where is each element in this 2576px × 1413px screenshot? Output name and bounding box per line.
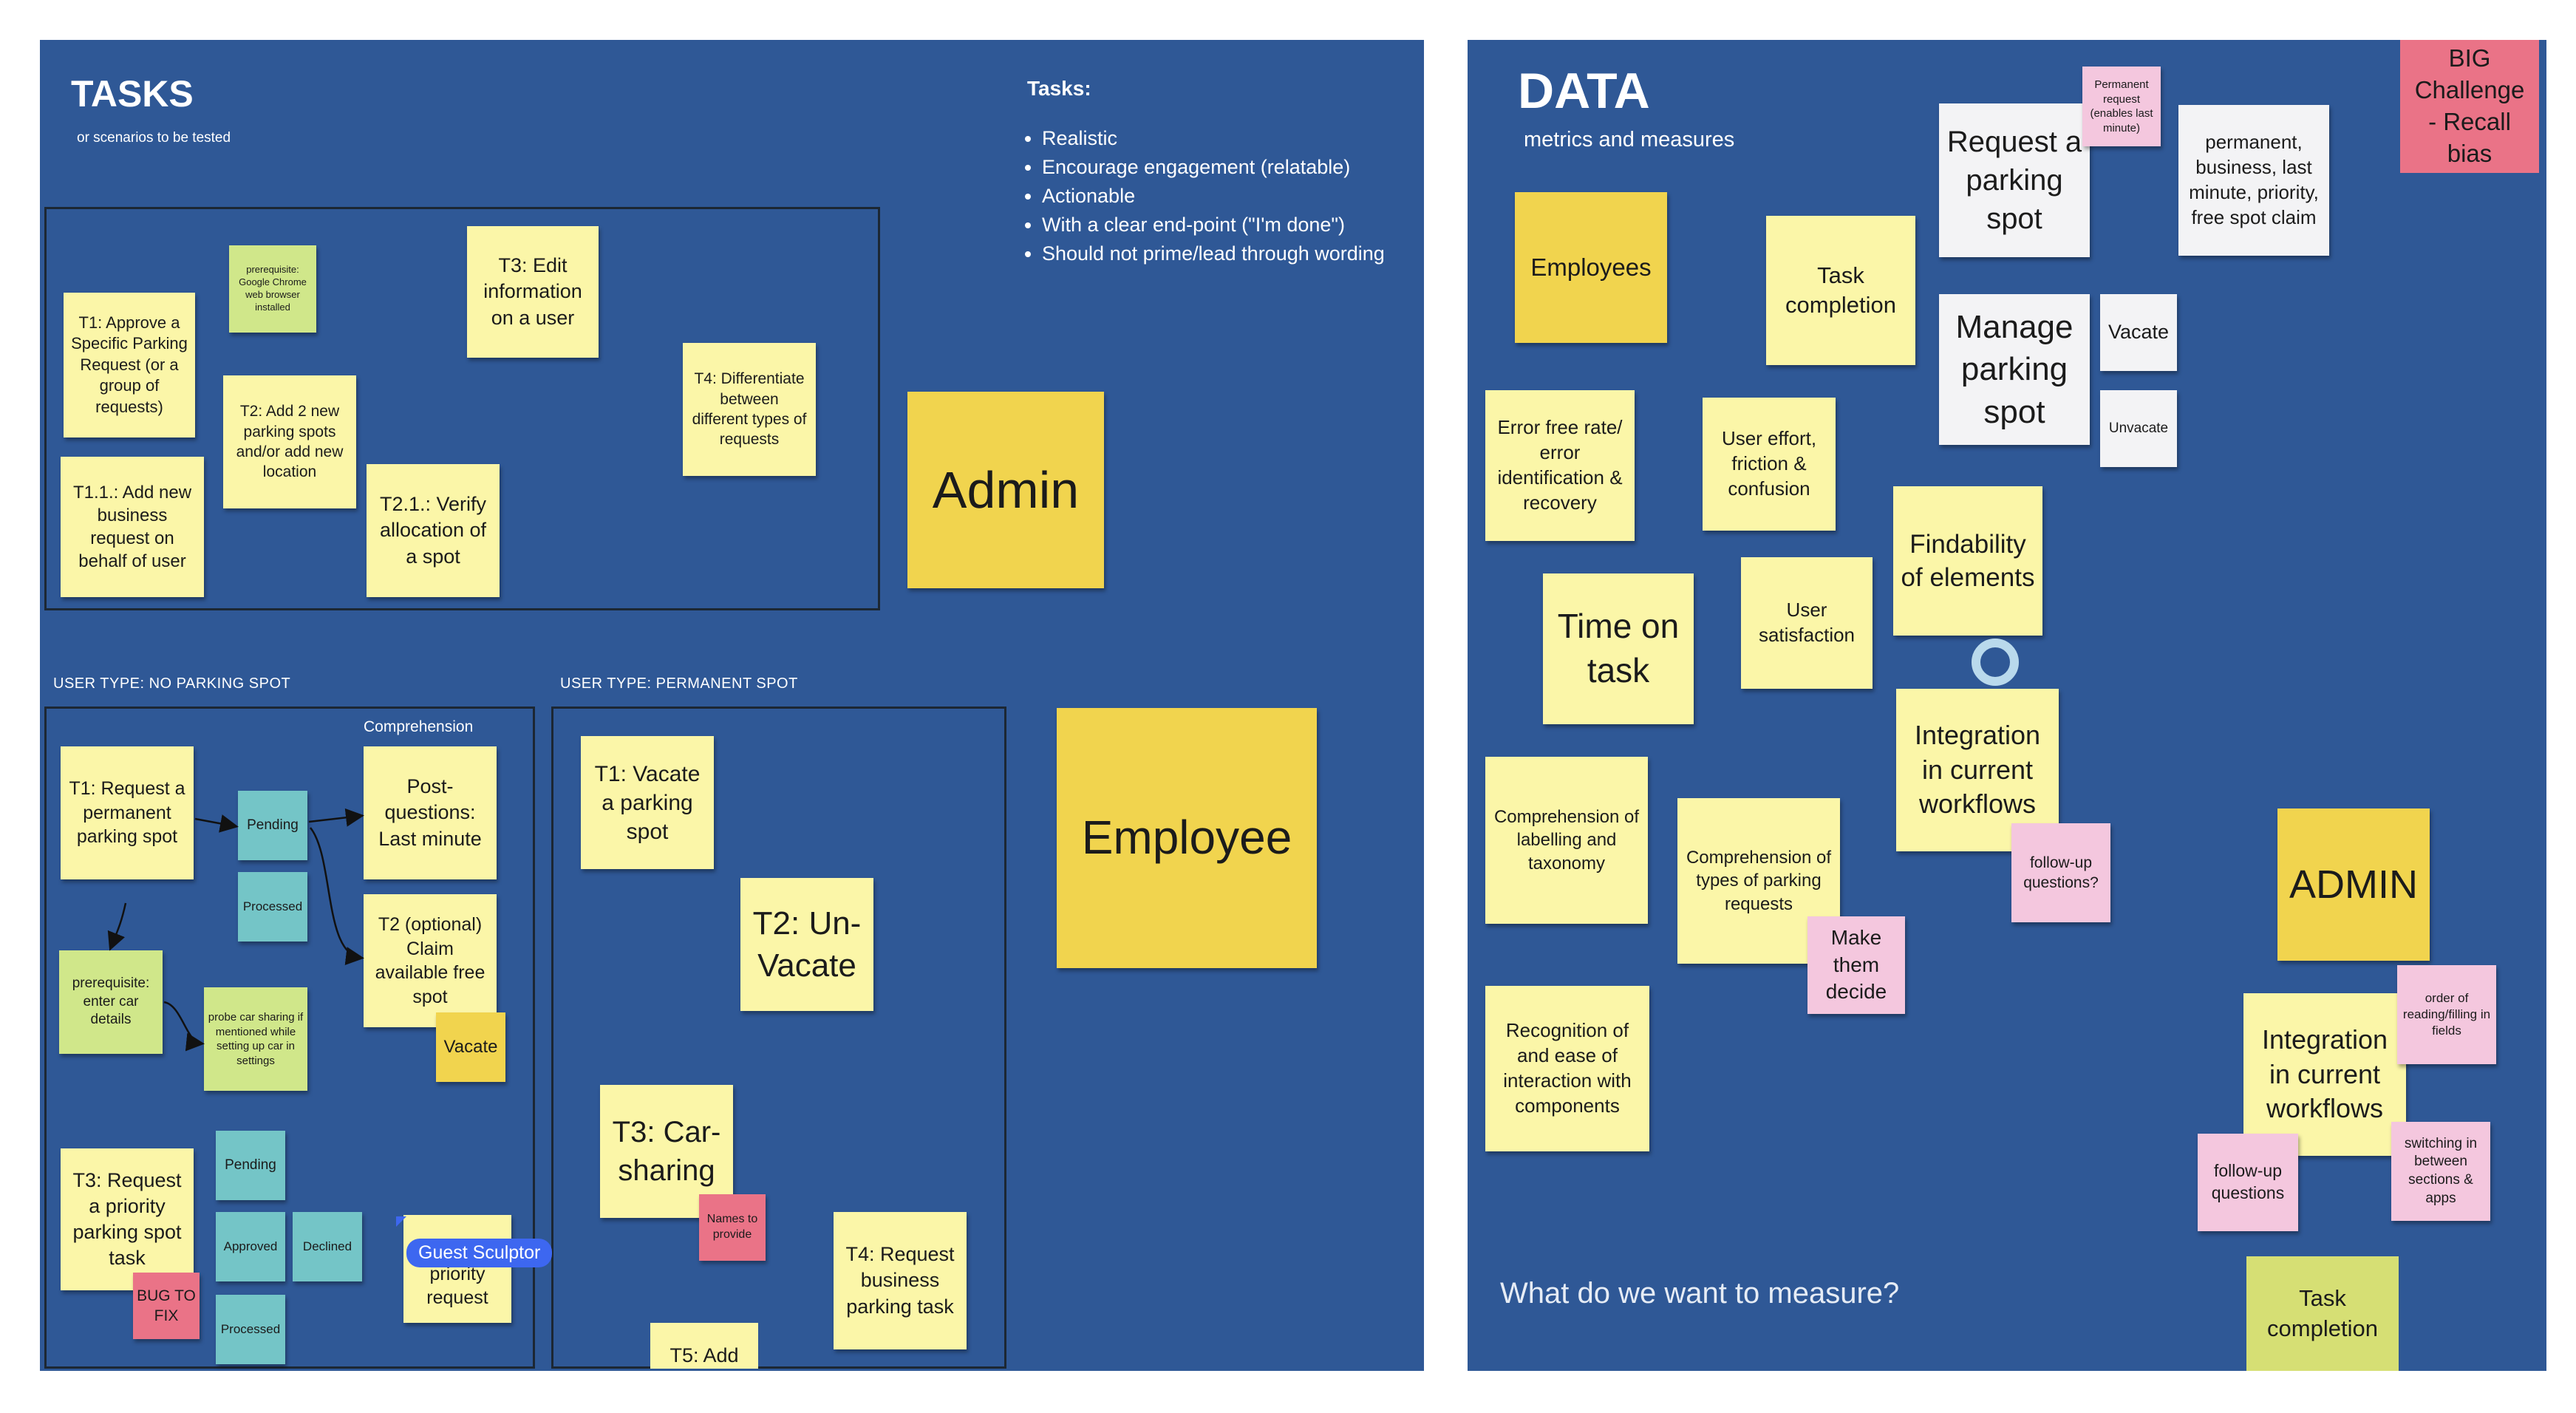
sticky-permanent-request[interactable]: Permanent request (enables last minute) bbox=[2082, 67, 2161, 146]
tasks-board-subtitle: or scenarios to be tested bbox=[77, 130, 231, 146]
criteria-item: With a clear end-point ("I'm done") bbox=[1042, 211, 1426, 239]
comprehension-label: Comprehension bbox=[364, 718, 474, 735]
sticky-admin-t3[interactable]: T3: Edit information on a user bbox=[467, 226, 599, 358]
sticky-admin-integration[interactable]: Integration in current workflows bbox=[2243, 993, 2406, 1156]
sticky-admin-prereq[interactable]: prerequisite: Google Chrome web browser … bbox=[229, 245, 316, 333]
sticky-delete-priority[interactable]: T4: Delete priority request bbox=[403, 1215, 511, 1323]
sticky-employee-label[interactable]: Employee bbox=[1057, 708, 1317, 968]
sticky-post-questions[interactable]: Post-questions: Last minute bbox=[364, 746, 497, 879]
no-parking-spot-frame[interactable] bbox=[44, 706, 535, 1369]
sticky-followup-questions[interactable]: follow-up questions? bbox=[2011, 823, 2110, 922]
sticky-t5-add[interactable]: T5: Add bbox=[650, 1323, 758, 1369]
sticky-un-vacate[interactable]: T2: Un-Vacate bbox=[740, 878, 873, 1011]
sticky-admin-t4[interactable]: T4: Differentiate between different type… bbox=[683, 343, 816, 476]
sticky-admin-t1-1[interactable]: T1.1.: Add new business request on behal… bbox=[61, 457, 204, 597]
admin-tasks-frame[interactable] bbox=[44, 207, 880, 610]
sticky-time-on-task[interactable]: Time on task bbox=[1543, 573, 1694, 724]
criteria-list: Realistic Encourage engagement (relatabl… bbox=[1021, 124, 1426, 268]
sticky-admin-task-completion[interactable]: Task completion bbox=[2246, 1256, 2399, 1371]
sticky-claim-free-spot[interactable]: T2 (optional) Claim available free spot bbox=[364, 894, 497, 1027]
sticky-big-challenge[interactable]: BIG Challenge - Recall bias bbox=[2400, 40, 2539, 173]
collaborator-cursor-icon bbox=[396, 1216, 406, 1227]
sticky-processed[interactable]: Processed bbox=[238, 872, 307, 942]
sticky-request-permanent[interactable]: T1: Request a permanent parking spot bbox=[61, 746, 194, 879]
sticky-vacate[interactable]: Vacate bbox=[436, 1012, 505, 1082]
collaborator-cursor-label: Guest Sculptor bbox=[406, 1239, 553, 1267]
frame-label-permanent-spot: USER TYPE: PERMANENT SPOT bbox=[560, 675, 798, 692]
ring-marker-icon bbox=[1972, 639, 2019, 686]
sticky-admin-label[interactable]: Admin bbox=[907, 392, 1104, 588]
sticky-error-free[interactable]: Error free rate/ error identification & … bbox=[1485, 390, 1635, 541]
sticky-probe-car-sharing[interactable]: probe car sharing if mentioned while set… bbox=[204, 987, 307, 1091]
sticky-pending-2[interactable]: Pending bbox=[216, 1131, 285, 1200]
sticky-employees[interactable]: Employees bbox=[1515, 192, 1667, 343]
sticky-prereq-car[interactable]: prerequisite: enter car details bbox=[59, 950, 163, 1054]
sticky-admin-t2-1[interactable]: T2.1.: Verify allocation of a spot bbox=[367, 464, 500, 597]
sticky-processed-2[interactable]: Processed bbox=[216, 1295, 285, 1364]
sticky-manage-parking-spot[interactable]: Manage parking spot bbox=[1939, 294, 2090, 445]
sticky-task-completion[interactable]: Task completion bbox=[1766, 216, 1915, 365]
sticky-request-priority[interactable]: T3: Request a priority parking spot task bbox=[61, 1148, 194, 1290]
measure-question: What do we want to measure? bbox=[1500, 1277, 1900, 1310]
sticky-followup-questions-2[interactable]: follow-up questions bbox=[2198, 1134, 2298, 1231]
sticky-pending[interactable]: Pending bbox=[238, 791, 307, 860]
sticky-user-effort[interactable]: User effort, friction & confusion bbox=[1703, 398, 1836, 531]
criteria-item: Actionable bbox=[1042, 182, 1426, 211]
sticky-switching-sections[interactable]: switching in between sections & apps bbox=[2391, 1122, 2490, 1221]
frame-label-no-parking-spot: USER TYPE: NO PARKING SPOT bbox=[53, 675, 291, 692]
sticky-order-of-reading[interactable]: order of reading/filling in fields bbox=[2397, 965, 2496, 1064]
criteria-item: Encourage engagement (relatable) bbox=[1042, 153, 1426, 182]
sticky-comprehension-labelling[interactable]: Comprehension of labelling and taxonomy bbox=[1485, 757, 1648, 924]
criteria-item: Realistic bbox=[1042, 124, 1426, 153]
sticky-business-parking[interactable]: T4: Request business parking task bbox=[834, 1212, 967, 1349]
sticky-make-them-decide[interactable]: Make them decide bbox=[1807, 916, 1905, 1014]
sticky-user-satisfaction[interactable]: User satisfaction bbox=[1741, 557, 1873, 689]
sticky-approved[interactable]: Approved bbox=[216, 1212, 285, 1281]
sticky-admin-data[interactable]: ADMIN bbox=[2277, 808, 2430, 961]
sticky-request-parking-spot[interactable]: Request a parking spot bbox=[1939, 103, 2090, 257]
criteria-item: Should not prime/lead through wording bbox=[1042, 239, 1426, 268]
sticky-names-to-provide[interactable]: Names to provide bbox=[699, 1194, 766, 1261]
criteria-title: Tasks: bbox=[1027, 77, 1091, 100]
sticky-declined[interactable]: Declined bbox=[293, 1212, 362, 1281]
sticky-admin-t2[interactable]: T2: Add 2 new parking spots and/or add n… bbox=[223, 375, 356, 508]
sticky-vacate-spot[interactable]: T1: Vacate a parking spot bbox=[581, 736, 714, 869]
sticky-findability[interactable]: Findability of elements bbox=[1893, 486, 2042, 636]
sticky-unvacate-data[interactable]: Unvacate bbox=[2100, 390, 2177, 467]
data-board-subtitle: metrics and measures bbox=[1524, 128, 1735, 151]
sticky-admin-t1[interactable]: T1: Approve a Specific Parking Request (… bbox=[64, 293, 195, 437]
tasks-board-title: TASKS bbox=[71, 73, 194, 115]
sticky-vacate-data[interactable]: Vacate bbox=[2100, 294, 2177, 371]
permanent-spot-frame[interactable] bbox=[551, 706, 1006, 1369]
sticky-bug-to-fix[interactable]: BUG TO FIX bbox=[133, 1273, 200, 1339]
data-board-title: DATA bbox=[1518, 63, 1650, 119]
sticky-request-types[interactable]: permanent, business, last minute, priori… bbox=[2178, 105, 2329, 256]
sticky-recognition[interactable]: Recognition of and ease of interaction w… bbox=[1485, 986, 1649, 1151]
